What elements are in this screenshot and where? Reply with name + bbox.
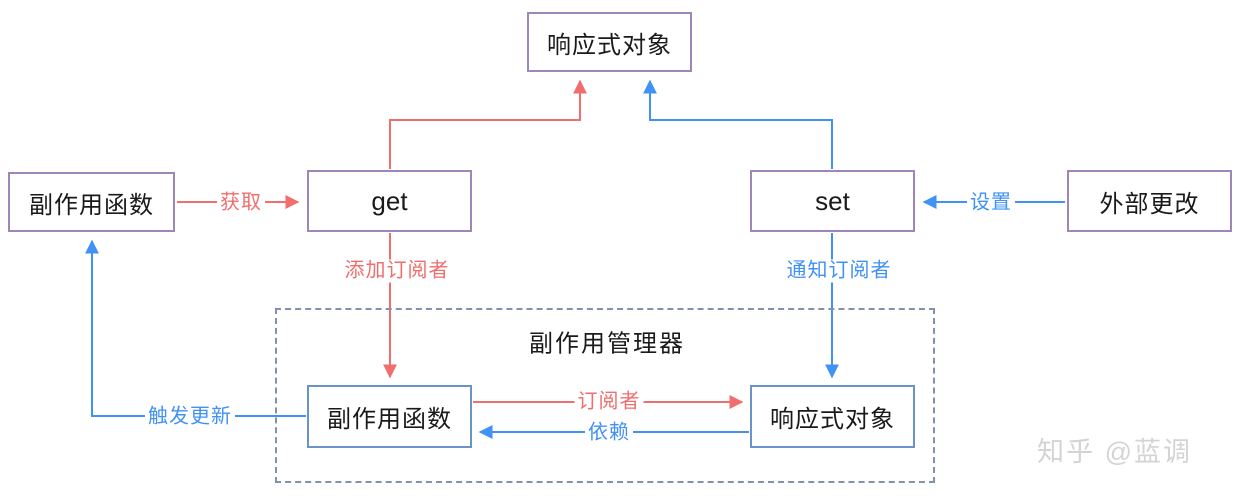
edge-label-trigger-update: 触发更新 [145,405,235,429]
edge-trigger-update [85,239,306,417]
node-effect-function-inner: 副作用函数 [307,385,472,448]
node-set: set [750,170,915,232]
node-reactive-object-inner: 响应式对象 [750,385,915,448]
edge-get-to-reactive-top [389,79,587,169]
zhihu-watermark: 知乎 @蓝调 [1037,437,1192,467]
edge-label-set-assign: 设置 [967,191,1015,215]
edge-label-add-subscriber: 添加订阅者 [341,259,453,283]
node-effect-function-outer: 副作用函数 [8,172,175,232]
edge-label-get-access: 获取 [217,191,265,215]
edge-set-to-reactive-top [643,79,833,169]
effect-manager-container [275,308,935,483]
edge-label-subscriber: 订阅者 [574,390,644,414]
edge-label-notify-subscriber: 通知订阅者 [783,259,895,283]
edge-label-dependency: 依赖 [585,421,633,445]
node-reactive-object-top: 响应式对象 [527,12,692,72]
node-external-change: 外部更改 [1067,170,1232,232]
effect-manager-title: 副作用管理器 [529,330,685,358]
node-get: get [307,170,472,232]
